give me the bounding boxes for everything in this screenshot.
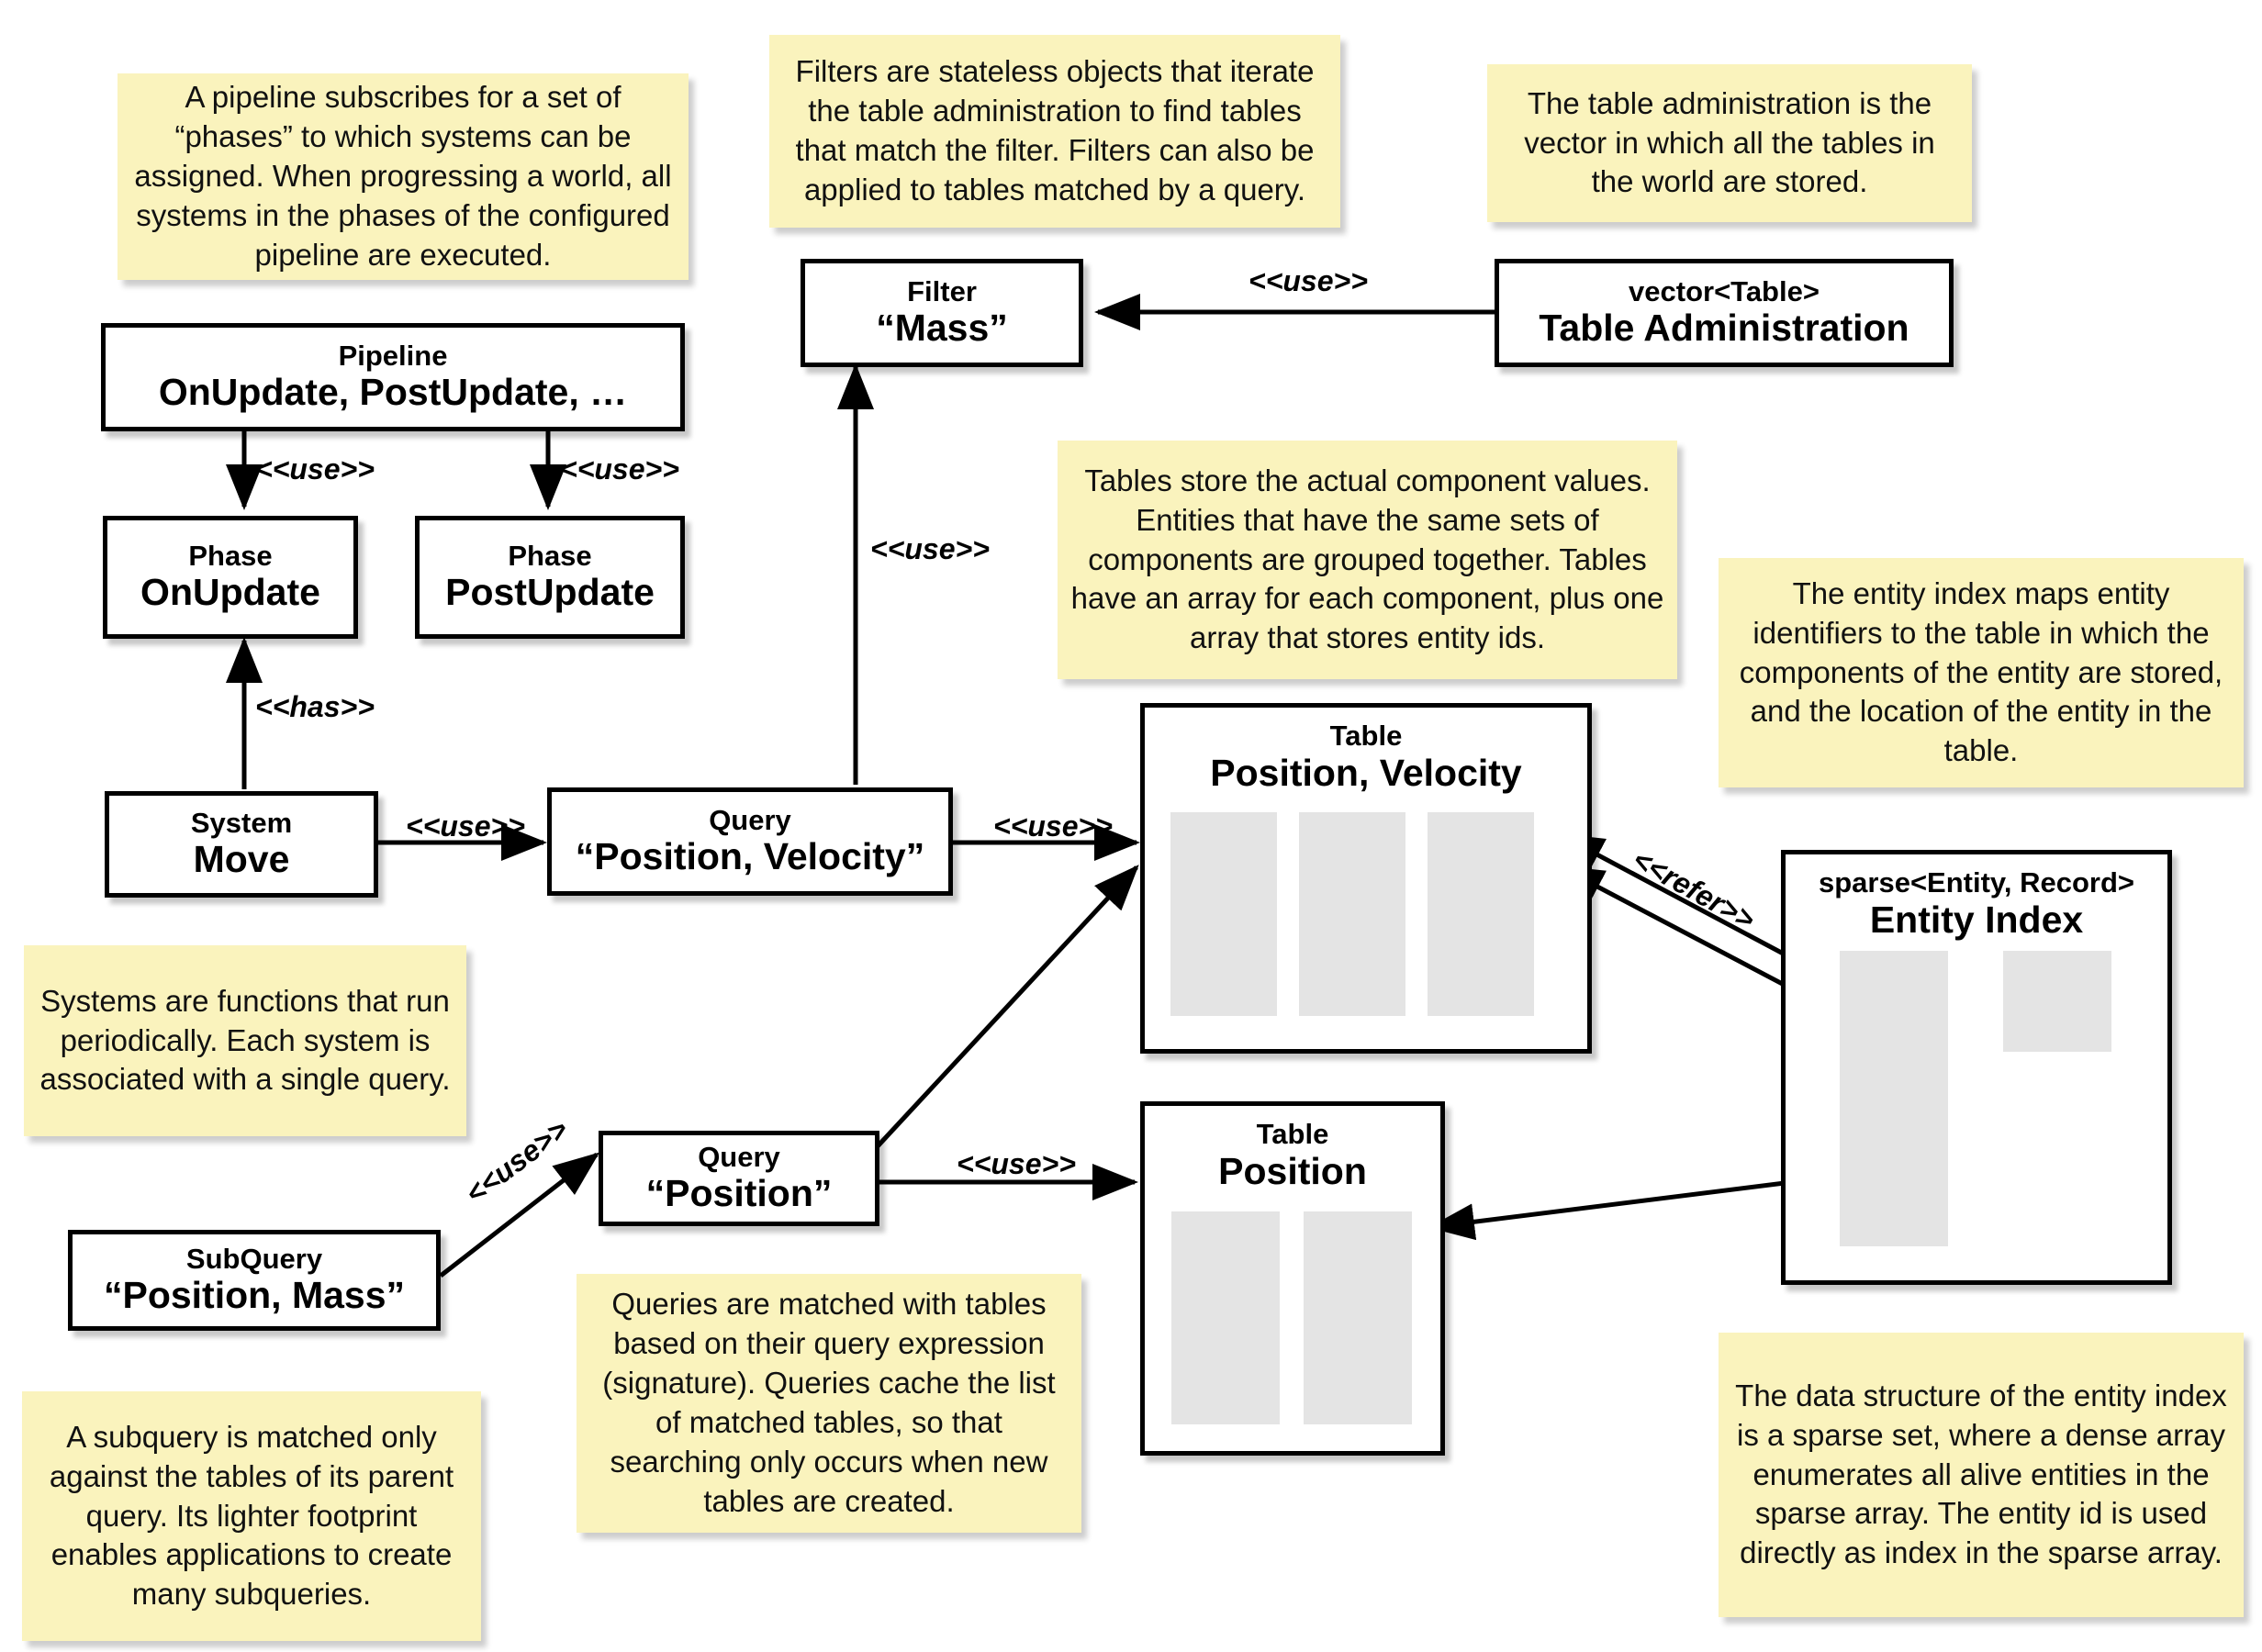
node-phase-postupdate[interactable]: Phase PostUpdate bbox=[415, 516, 685, 639]
node-query-position[interactable]: Query “Position” bbox=[599, 1131, 879, 1226]
node-table-administration-stereotype: vector<Table> bbox=[1629, 274, 1820, 307]
node-subquery-position-mass[interactable]: SubQuery “Position, Mass” bbox=[68, 1230, 441, 1331]
node-table-position-velocity-stereotype: Table bbox=[1329, 720, 1403, 752]
note-filter: Filters are stateless objects that itera… bbox=[769, 35, 1340, 228]
edge-label-tableadmin-filter: <<use>> bbox=[1249, 264, 1368, 297]
edge-label-system-query: <<use>> bbox=[406, 809, 525, 843]
node-table-position-title: Position bbox=[1218, 1149, 1367, 1192]
edge-label-pipeline-postupdate: <<use>> bbox=[560, 452, 679, 486]
node-table-position-stereotype: Table bbox=[1256, 1118, 1329, 1150]
node-system-move-stereotype: System bbox=[190, 806, 293, 839]
note-tableadmin: The table administration is the vector i… bbox=[1487, 64, 1972, 222]
node-table-position-velocity-title: Position, Velocity bbox=[1210, 751, 1522, 794]
table-position-velocity-column-1 bbox=[1170, 812, 1277, 1016]
note-system: Systems are functions that run periodica… bbox=[24, 945, 466, 1136]
node-table-administration[interactable]: vector<Table> Table Administration bbox=[1495, 259, 1954, 367]
entity-index-dense-array bbox=[2003, 951, 2111, 1052]
node-table-administration-title: Table Administration bbox=[1539, 307, 1909, 350]
note-entityindex: The entity index maps entity identifiers… bbox=[1719, 558, 2244, 787]
node-subquery-position-mass-title: “Position, Mass” bbox=[103, 1274, 406, 1317]
table-position-velocity-column-3 bbox=[1428, 812, 1534, 1016]
node-entity-index-title: Entity Index bbox=[1869, 898, 2084, 941]
node-pipeline[interactable]: Pipeline OnUpdate, PostUpdate, … bbox=[101, 323, 685, 431]
edge-label-system-phase: <<has>> bbox=[255, 690, 375, 723]
node-phase-postupdate-stereotype: Phase bbox=[508, 539, 592, 572]
note-query: Queries are matched with tables based on… bbox=[577, 1274, 1081, 1533]
table-position-column-1 bbox=[1171, 1211, 1280, 1424]
node-filter-mass[interactable]: Filter “Mass” bbox=[801, 259, 1083, 367]
node-filter-mass-stereotype: Filter bbox=[907, 274, 977, 307]
node-phase-onupdate-stereotype: Phase bbox=[188, 539, 273, 572]
note-sparseset: The data structure of the entity index i… bbox=[1719, 1333, 2244, 1617]
edge-label-pipeline-onupdate: <<use>> bbox=[255, 452, 375, 486]
edge-subquery-query-line bbox=[439, 1152, 600, 1278]
edge-label-query-filter: <<use>> bbox=[870, 532, 990, 565]
node-pipeline-stereotype: Pipeline bbox=[338, 339, 448, 372]
edge-queryposition-tablepv-line bbox=[875, 865, 1139, 1149]
node-phase-onupdate-title: OnUpdate bbox=[140, 571, 320, 614]
table-position-column-2 bbox=[1304, 1211, 1412, 1424]
node-filter-mass-title: “Mass” bbox=[876, 307, 1008, 350]
node-subquery-position-mass-stereotype: SubQuery bbox=[185, 1242, 323, 1275]
note-subquery: A subquery is matched only against the t… bbox=[22, 1391, 481, 1641]
edge-label-queryposition-table: <<use>> bbox=[957, 1147, 1076, 1180]
node-phase-postupdate-title: PostUpdate bbox=[445, 571, 655, 614]
node-entity-index-stereotype: sparse<Entity, Record> bbox=[1818, 866, 2134, 899]
note-table: Tables store the actual component values… bbox=[1058, 441, 1677, 679]
node-query-position-stereotype: Query bbox=[698, 1140, 780, 1173]
edge-label-query-table: <<use>> bbox=[993, 809, 1113, 843]
table-position-velocity-column-2 bbox=[1299, 812, 1405, 1016]
entity-index-sparse-array bbox=[1840, 951, 1948, 1246]
node-system-move-title: Move bbox=[193, 838, 290, 881]
node-pipeline-title: OnUpdate, PostUpdate, … bbox=[158, 371, 628, 414]
edge-entityindex-tableposition-line bbox=[1428, 1174, 1837, 1241]
node-system-move[interactable]: System Move bbox=[105, 791, 378, 898]
note-pipeline: A pipeline subscribes for a set of “phas… bbox=[118, 73, 689, 280]
node-query-position-velocity-title: “Position, Velocity” bbox=[575, 835, 925, 878]
node-query-position-title: “Position” bbox=[645, 1172, 833, 1215]
node-query-position-velocity[interactable]: Query “Position, Velocity” bbox=[547, 787, 953, 896]
node-query-position-velocity-stereotype: Query bbox=[709, 803, 791, 836]
node-phase-onupdate[interactable]: Phase OnUpdate bbox=[103, 516, 358, 639]
